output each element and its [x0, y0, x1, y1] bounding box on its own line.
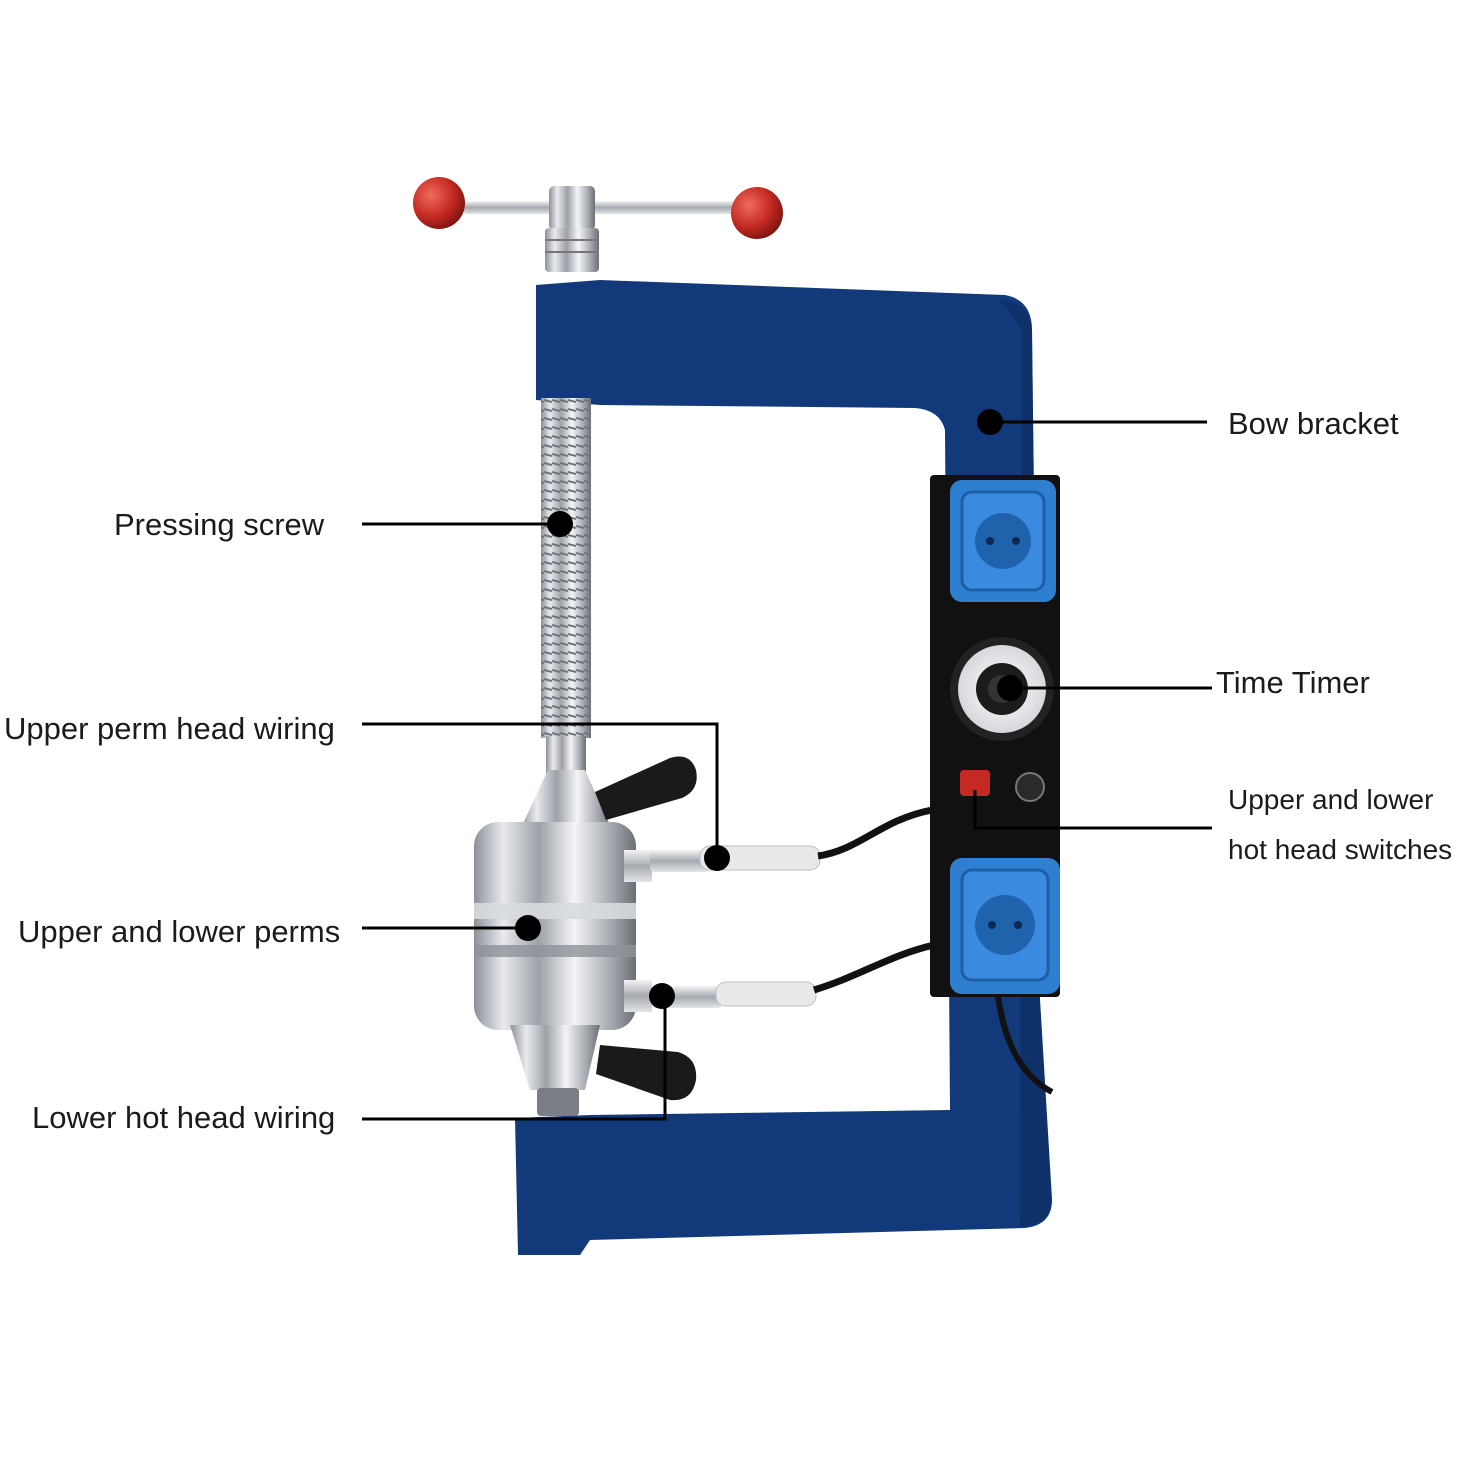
pressing-screw [541, 398, 591, 776]
label-bow-bracket: Bow bracket [1228, 406, 1399, 441]
perm-heads [474, 770, 652, 1116]
leader-dots [515, 409, 1023, 1009]
leader-lines [362, 420, 1212, 1121]
label-upper-perm-head-wiring: Upper perm head wiring [4, 711, 335, 746]
upper-socket-icon [950, 480, 1056, 602]
red-switch-icon [960, 770, 990, 796]
clamp-handles [595, 756, 697, 1101]
leader-switches [973, 790, 1212, 830]
left-knob-icon [413, 177, 465, 229]
label-pressing-screw: Pressing screw [114, 507, 325, 542]
right-knob-icon [731, 187, 783, 239]
control-box [930, 475, 1060, 997]
label-switches-line2: hot head switches [1228, 834, 1453, 865]
label-lower-hot-head-wiring: Lower hot head wiring [32, 1100, 336, 1135]
label-switches-line1: Upper and lower [1228, 784, 1434, 815]
leader-upper-perm-head-wiring [362, 722, 719, 858]
t-handle [413, 177, 783, 272]
indicator-icon [1015, 772, 1045, 802]
leader-lower-hot-head-wiring [362, 996, 667, 1121]
label-upper-lower-perms: Upper and lower perms [18, 914, 341, 949]
lower-socket-icon [950, 858, 1060, 994]
label-time-timer: Time Timer [1216, 665, 1370, 700]
